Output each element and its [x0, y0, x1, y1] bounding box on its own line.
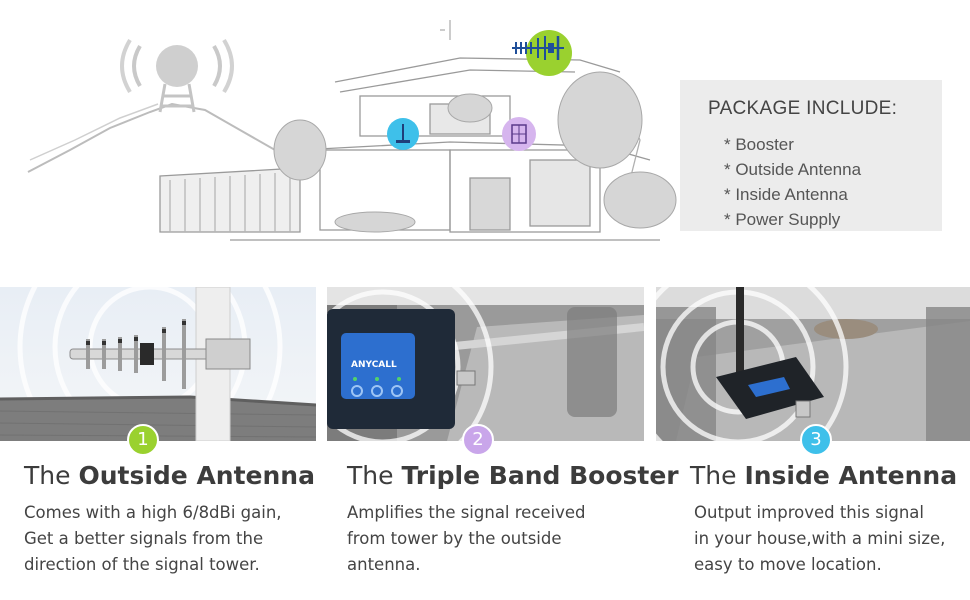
- booster-photo: ANYCALL: [327, 287, 644, 441]
- title-bold: Triple Band Booster: [401, 461, 679, 490]
- package-item: * Power Supply: [724, 210, 841, 229]
- description-line: direction of the signal tower.: [24, 555, 260, 574]
- description-line: Output improved this signal: [694, 503, 925, 522]
- inside-antenna-icon: [396, 124, 410, 143]
- inside-antenna-icon: [716, 287, 824, 419]
- step-number-1: 1: [127, 424, 159, 456]
- inside-antenna-photo: [656, 287, 970, 441]
- inside-antenna-title: The Inside Antenna: [690, 461, 957, 490]
- outside-antenna-description: Comes with a high 6/8dBi gain, Get a bet…: [24, 500, 282, 578]
- yagi-antenna-icon: [512, 36, 564, 60]
- step-number-3: 3: [800, 424, 832, 456]
- title-prefix: The: [24, 461, 71, 490]
- package-title: PACKAGE INCLUDE:: [708, 98, 898, 119]
- title-prefix: The: [347, 461, 394, 490]
- title-prefix: The: [690, 461, 737, 490]
- title-bold: Outside Antenna: [78, 461, 315, 490]
- package-item: * Outside Antenna: [724, 160, 862, 179]
- inside-antenna-badge: [387, 118, 419, 150]
- house-sketch: [27, 20, 677, 241]
- yagi-antenna-icon: [69, 319, 251, 389]
- panel-antenna-icon: [511, 124, 527, 144]
- step-number-2: 2: [462, 424, 494, 456]
- hero-illustration: PACKAGE INCLUDE: * Booster * Outside Ant…: [0, 0, 970, 280]
- signal-tower-icon: [120, 38, 234, 113]
- description-line: in your house,with a mini size,: [694, 529, 946, 548]
- package-include-box: PACKAGE INCLUDE: * Booster * Outside Ant…: [680, 80, 942, 231]
- outside-antenna-photo: [0, 287, 316, 441]
- description-line: Comes with a high 6/8dBi gain,: [24, 503, 282, 522]
- booster-brand: ANYCALL: [351, 360, 397, 370]
- outside-antenna-badge: [512, 30, 572, 76]
- panel-antenna-badge: [502, 117, 536, 151]
- package-item: * Inside Antenna: [724, 185, 848, 204]
- booster-title: The Triple Band Booster: [347, 461, 679, 490]
- description-line: easy to move location.: [694, 555, 882, 574]
- package-list: * Booster * Outside Antenna * Inside Ant…: [724, 132, 861, 232]
- inside-antenna-description: Output improved this signal in your hous…: [694, 500, 945, 578]
- description-line: Get a better signals from the: [24, 529, 264, 548]
- description-line: Amplifies the signal received: [347, 503, 586, 522]
- description-line: antenna.: [347, 555, 421, 574]
- outside-antenna-title: The Outside Antenna: [24, 461, 315, 490]
- booster-description: Amplifies the signal received from tower…: [347, 500, 586, 578]
- package-item: * Booster: [724, 135, 794, 154]
- description-line: from tower by the outside: [347, 529, 562, 548]
- title-bold: Inside Antenna: [744, 461, 958, 490]
